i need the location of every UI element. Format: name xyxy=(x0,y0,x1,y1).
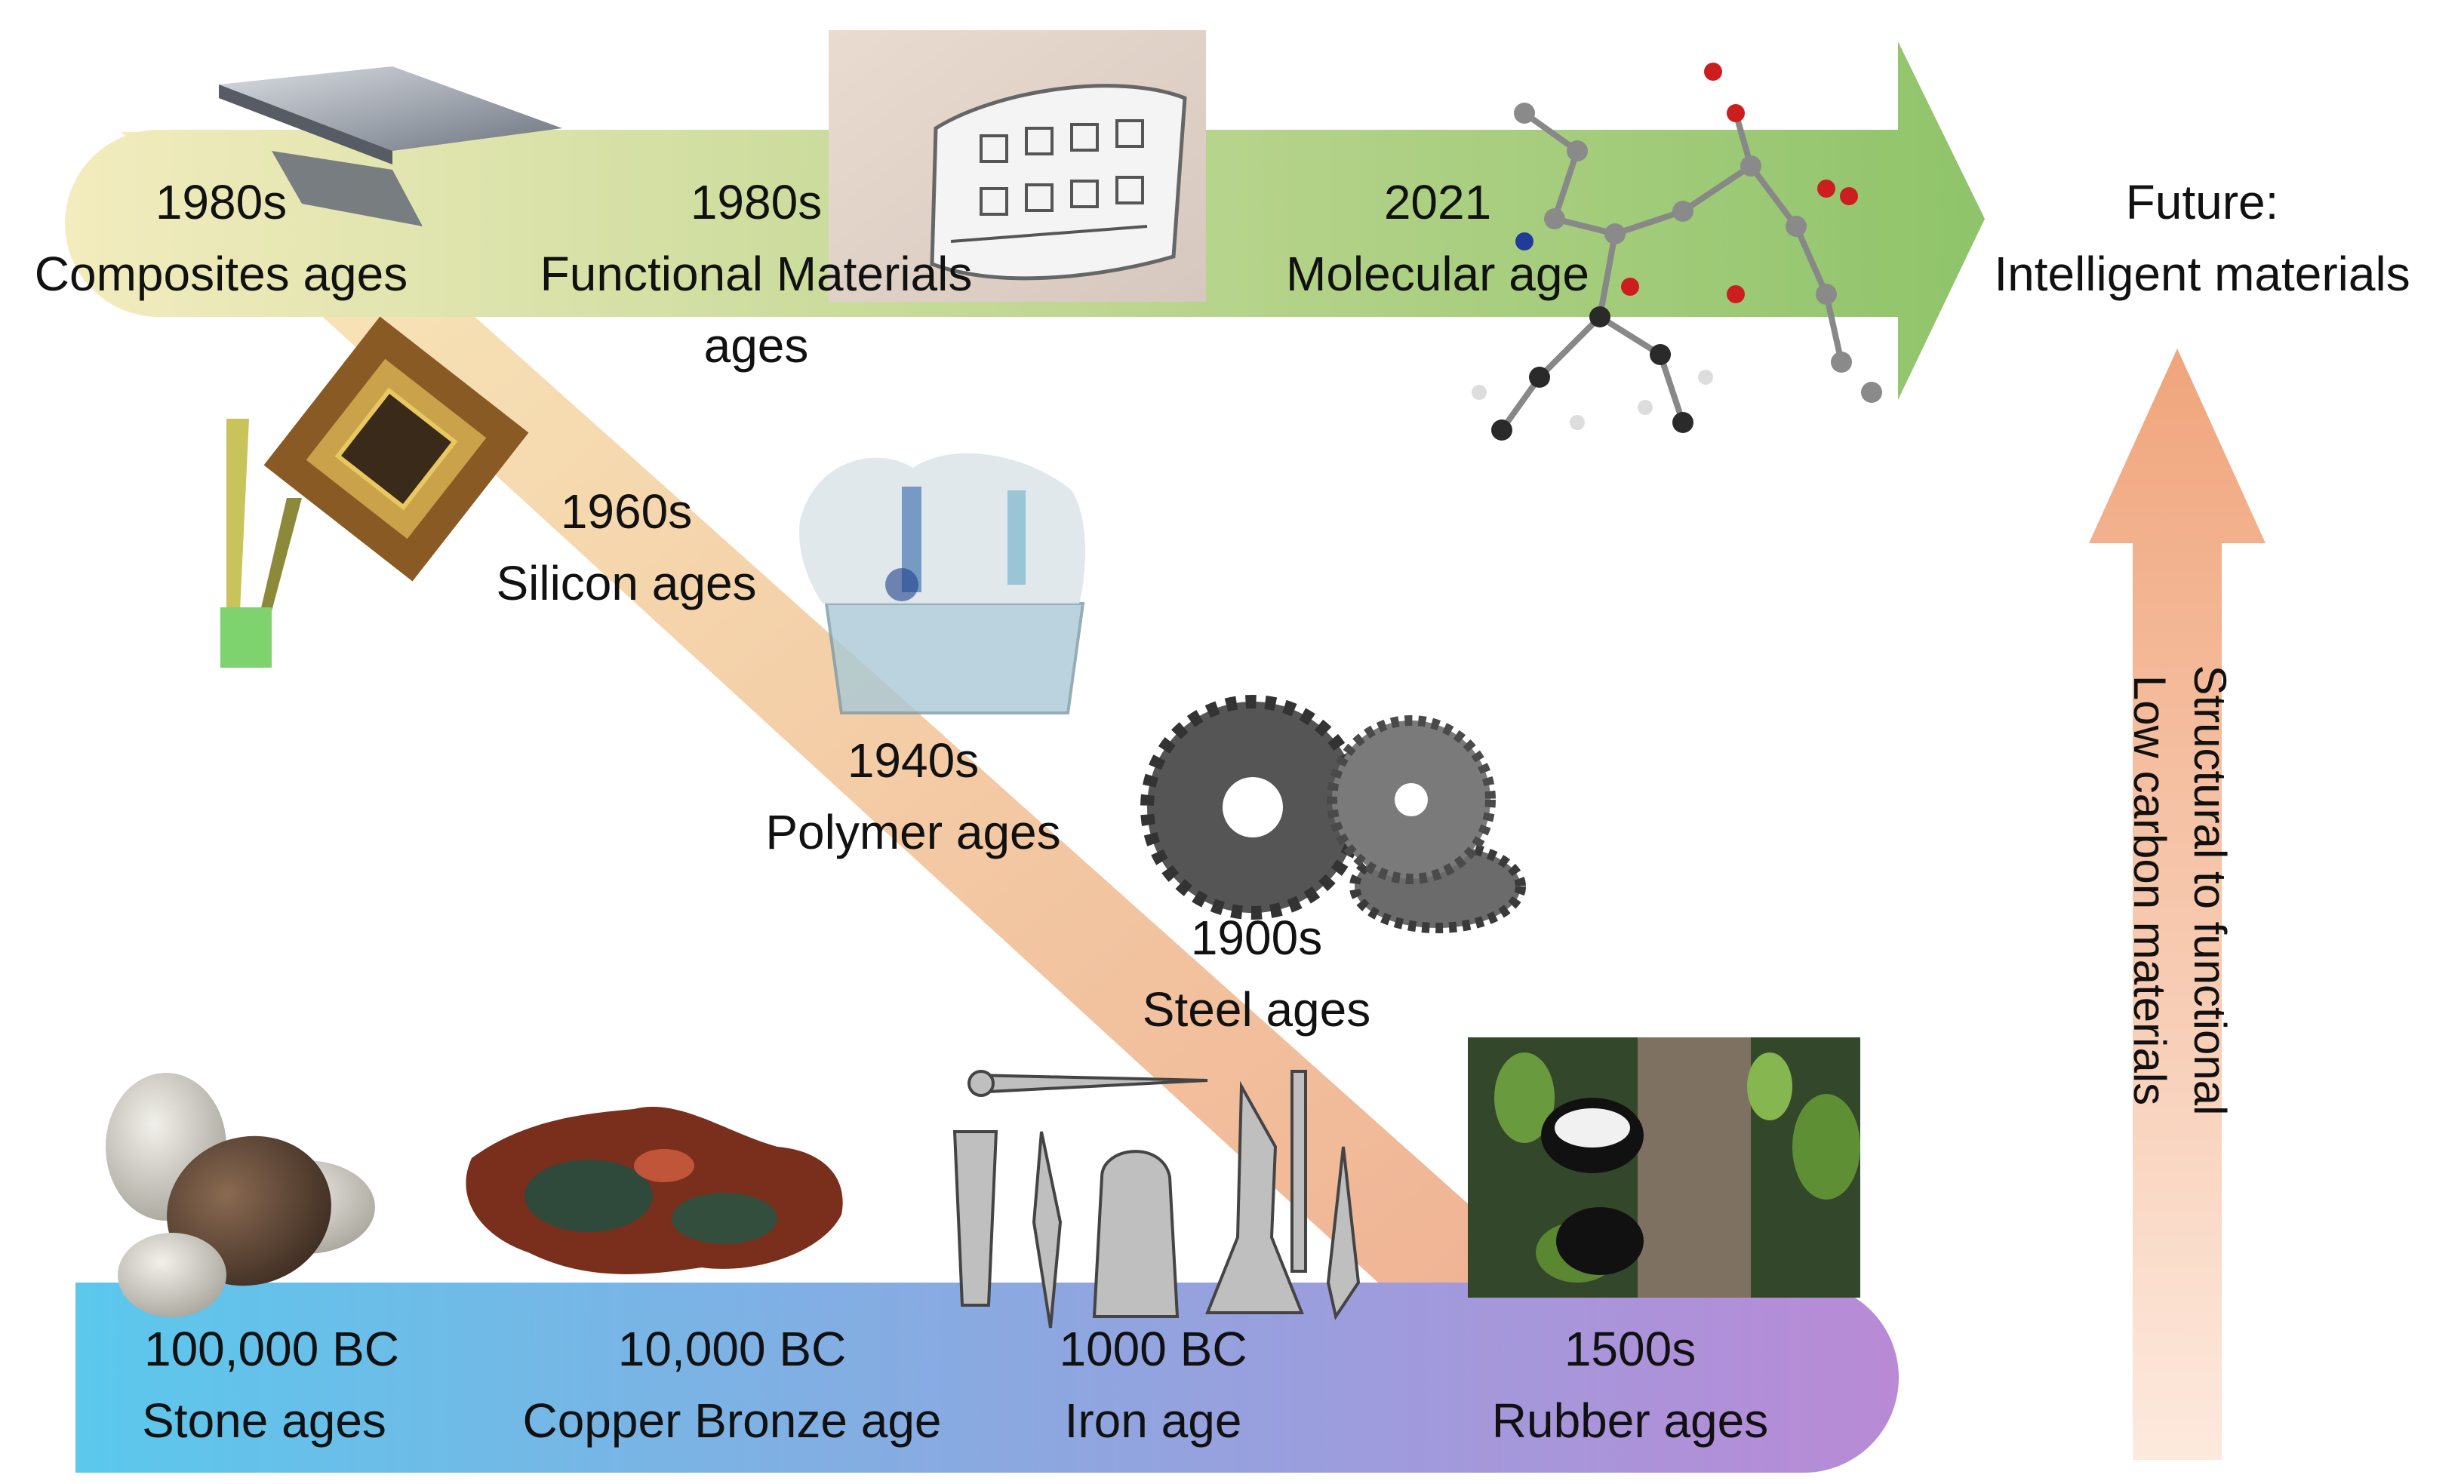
trend-line1: Structural to functional xyxy=(2185,665,2235,1116)
rubber-name: Rubber ages xyxy=(1492,1393,1768,1448)
vertical-arrow xyxy=(2089,349,2266,1460)
composites-name: Composites ages xyxy=(35,247,408,301)
copper-name: Copper Bronze age xyxy=(522,1393,941,1448)
copper-ore-icon xyxy=(466,1106,843,1274)
plastic-bottles-icon xyxy=(799,453,1086,714)
future-label: Future: xyxy=(2126,175,2279,229)
gears-icon xyxy=(1140,695,1526,933)
stone-icon xyxy=(106,1073,375,1317)
stone-year: 100,000 BC xyxy=(144,1322,399,1376)
rubber-tree-icon xyxy=(1468,1037,1860,1298)
molecule-icon xyxy=(1472,63,1882,441)
composites-year: 1980s xyxy=(155,175,287,229)
polymer-year: 1940s xyxy=(847,733,979,788)
future-intelligent-materials: Intelligent materials xyxy=(1994,247,2410,301)
copper-year: 10,000 BC xyxy=(618,1322,846,1376)
steel-name: Steel ages xyxy=(1143,982,1370,1037)
stone-name: Stone ages xyxy=(142,1393,386,1448)
functional-name-line2: ages xyxy=(704,318,809,373)
functional-name-line1: Functional Materials xyxy=(540,247,973,301)
functional-year: 1980s xyxy=(691,175,822,229)
steel-year: 1900s xyxy=(1191,911,1322,965)
iron-name: Iron age xyxy=(1065,1393,1242,1448)
molecular-name: Molecular age xyxy=(1286,247,1589,301)
molecular-year: 2021 xyxy=(1384,175,1491,229)
iron-year: 1000 BC xyxy=(1059,1322,1247,1376)
cpu-chip-icon xyxy=(220,316,529,668)
iron-tools-icon xyxy=(952,1070,1361,1329)
flexible-circuit-icon xyxy=(829,30,1206,302)
polymer-name: Polymer ages xyxy=(765,805,1060,859)
silicon-name: Silicon ages xyxy=(496,556,756,610)
trend-line2: Low carbon materials xyxy=(2124,675,2175,1105)
silicon-year: 1960s xyxy=(561,484,692,539)
composite-panel-icon xyxy=(219,66,562,226)
rubber-year: 1500s xyxy=(1564,1322,1696,1376)
bottom-band xyxy=(75,1283,1899,1473)
